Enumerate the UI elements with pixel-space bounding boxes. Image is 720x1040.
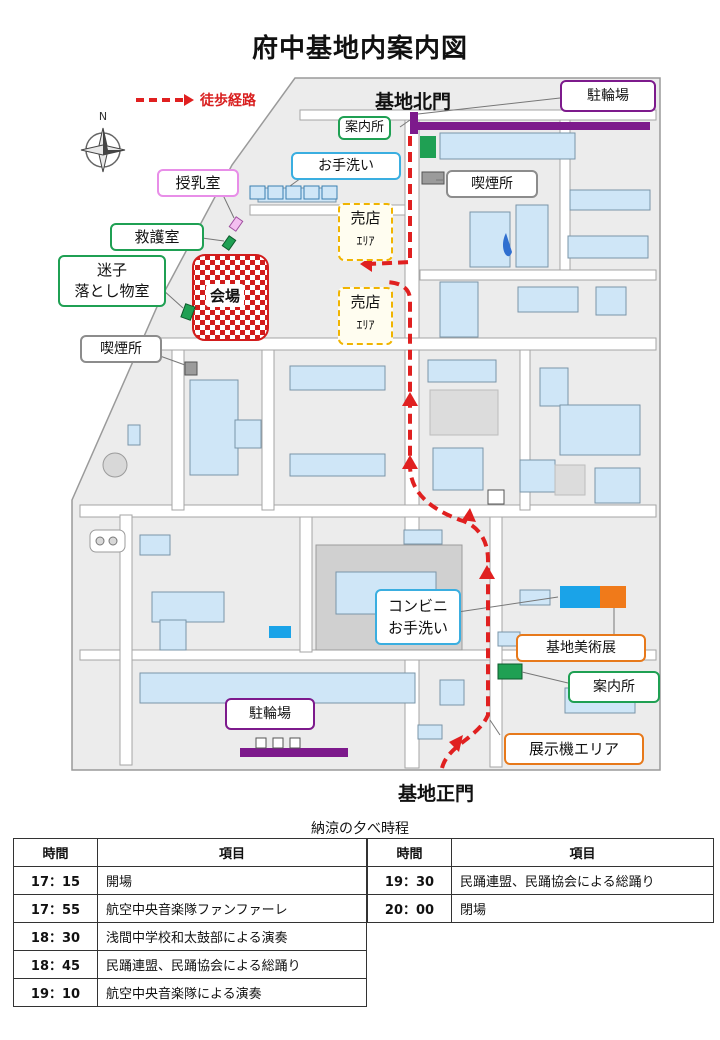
compass-rose — [80, 127, 126, 173]
time-cell: 19：10 — [13, 978, 98, 1007]
info-booth-north[interactable] — [420, 136, 436, 158]
table-row: 17：55 航空中央音楽隊ファンファーレ — [13, 894, 367, 923]
nursing-room-label: 授乳室 — [157, 169, 239, 197]
col-header-item: 項目 — [451, 838, 714, 867]
info-block — [269, 626, 291, 638]
time-cell: 19：30 — [367, 866, 452, 895]
route-arrows — [360, 256, 495, 752]
restroom-label: お手洗い — [291, 152, 401, 180]
legend-label: 徒歩経路 — [200, 93, 256, 109]
info-booth-south[interactable] — [497, 663, 523, 680]
table-row: 18：30 浅間中学校和太鼓部による演奏 — [13, 922, 367, 951]
compass-north-label: N — [99, 110, 107, 123]
bicycle-label-north: 駐輪場 — [560, 80, 656, 112]
col-header-item: 項目 — [97, 838, 367, 867]
table-row: 17：15 開場 — [13, 866, 367, 895]
smoking-marker-north — [421, 171, 445, 185]
shop-area-1-title: 売店 — [350, 209, 381, 227]
bicycle-parking-north — [414, 122, 650, 130]
bicycle-parking-south — [240, 748, 348, 757]
route-legend — [136, 94, 194, 106]
table-row: 18：45 民踊連盟、民踊協会による総踊り — [13, 950, 367, 979]
time-cell: 20：00 — [367, 894, 452, 923]
bicycle-label-south: 駐輪場 — [225, 698, 315, 730]
convenience-label: コンビニ お手洗い — [375, 589, 461, 645]
smoking-marker-west — [184, 361, 198, 376]
lost-found-marker — [180, 303, 196, 321]
time-cell: 18：45 — [13, 950, 98, 979]
item-cell: 開場 — [97, 866, 367, 895]
convenience-restroom-text: お手洗い — [387, 619, 448, 637]
walking-route — [367, 136, 490, 769]
north-gate-label: 基地北門 — [375, 91, 452, 113]
item-cell: 民踊連盟、民踊協会による総踊り — [451, 866, 714, 895]
roads — [79, 109, 657, 769]
base-map: N — [71, 77, 661, 771]
schedule-table-left: 時間 項目 17：15 開場 17：55 航空中央音楽隊ファンファーレ 18：3… — [13, 838, 367, 1007]
table-header-row: 時間 項目 — [13, 838, 367, 867]
item-cell: 航空中央音楽隊ファンファーレ — [97, 894, 367, 923]
shop-area-1[interactable]: 売店 ｴﾘｱ — [338, 203, 393, 261]
col-header-time: 時間 — [13, 838, 98, 867]
art-exhibition-building[interactable] — [600, 586, 626, 608]
north-gate-marker — [410, 112, 418, 134]
display-area-label: 展示機エリア — [504, 733, 644, 765]
shop-area-1-sub: ｴﾘｱ — [356, 234, 375, 248]
table-header-row: 時間 項目 — [367, 838, 714, 867]
art-exhibition-label: 基地美術展 — [516, 634, 646, 662]
first-aid-label: 救護室 — [110, 223, 204, 251]
time-cell: 18：30 — [13, 922, 98, 951]
lost-found-text: 落とし物室 — [74, 282, 150, 300]
smoking-label-west: 喫煙所 — [80, 335, 162, 363]
convenience-text: コンビニ — [387, 597, 448, 615]
info-label-north: 案内所 — [338, 116, 392, 140]
schedule-table-right: 時間 項目 19：30 民踊連盟、民踊協会による総踊り 20：00 閉場 — [367, 838, 714, 923]
buildings — [127, 132, 651, 740]
table-row: 19：10 航空中央音楽隊による演奏 — [13, 978, 367, 1007]
shop-area-2-title: 売店 — [350, 293, 381, 311]
first-aid-marker — [221, 235, 237, 251]
table-row: 20：00 閉場 — [367, 894, 714, 923]
parking-dots — [255, 737, 301, 749]
item-cell: 浅間中学校和太鼓部による演奏 — [97, 922, 367, 951]
main-gate-label: 基地正門 — [398, 783, 475, 805]
schedule-title: 納涼の夕べ時程 — [311, 821, 409, 837]
col-header-time: 時間 — [367, 838, 452, 867]
venue-label: 会場 — [206, 284, 245, 307]
lost-child-label: 迷子 落とし物室 — [58, 255, 166, 307]
item-cell: 航空中央音楽隊による演奏 — [97, 978, 367, 1007]
shop-area-2[interactable]: 売店 ｴﾘｱ — [338, 287, 393, 345]
page-title: 府中基地内案内図 — [251, 34, 468, 64]
table-row: 19：30 民踊連盟、民踊協会による総踊り — [367, 866, 714, 895]
time-cell: 17：15 — [13, 866, 98, 895]
info-label-south: 案内所 — [568, 671, 660, 703]
smoking-label-north: 喫煙所 — [446, 170, 538, 198]
convenience-store[interactable] — [560, 586, 600, 608]
callout-lines — [159, 97, 615, 736]
item-cell: 民踊連盟、民踊協会による総踊り — [97, 950, 367, 979]
item-cell: 閉場 — [451, 894, 714, 923]
shop-area-2-sub: ｴﾘｱ — [356, 318, 375, 332]
restroom-boxes — [249, 185, 338, 200]
nursing-marker — [228, 216, 244, 232]
time-cell: 17：55 — [13, 894, 98, 923]
lost-child-text: 迷子 — [96, 261, 127, 279]
